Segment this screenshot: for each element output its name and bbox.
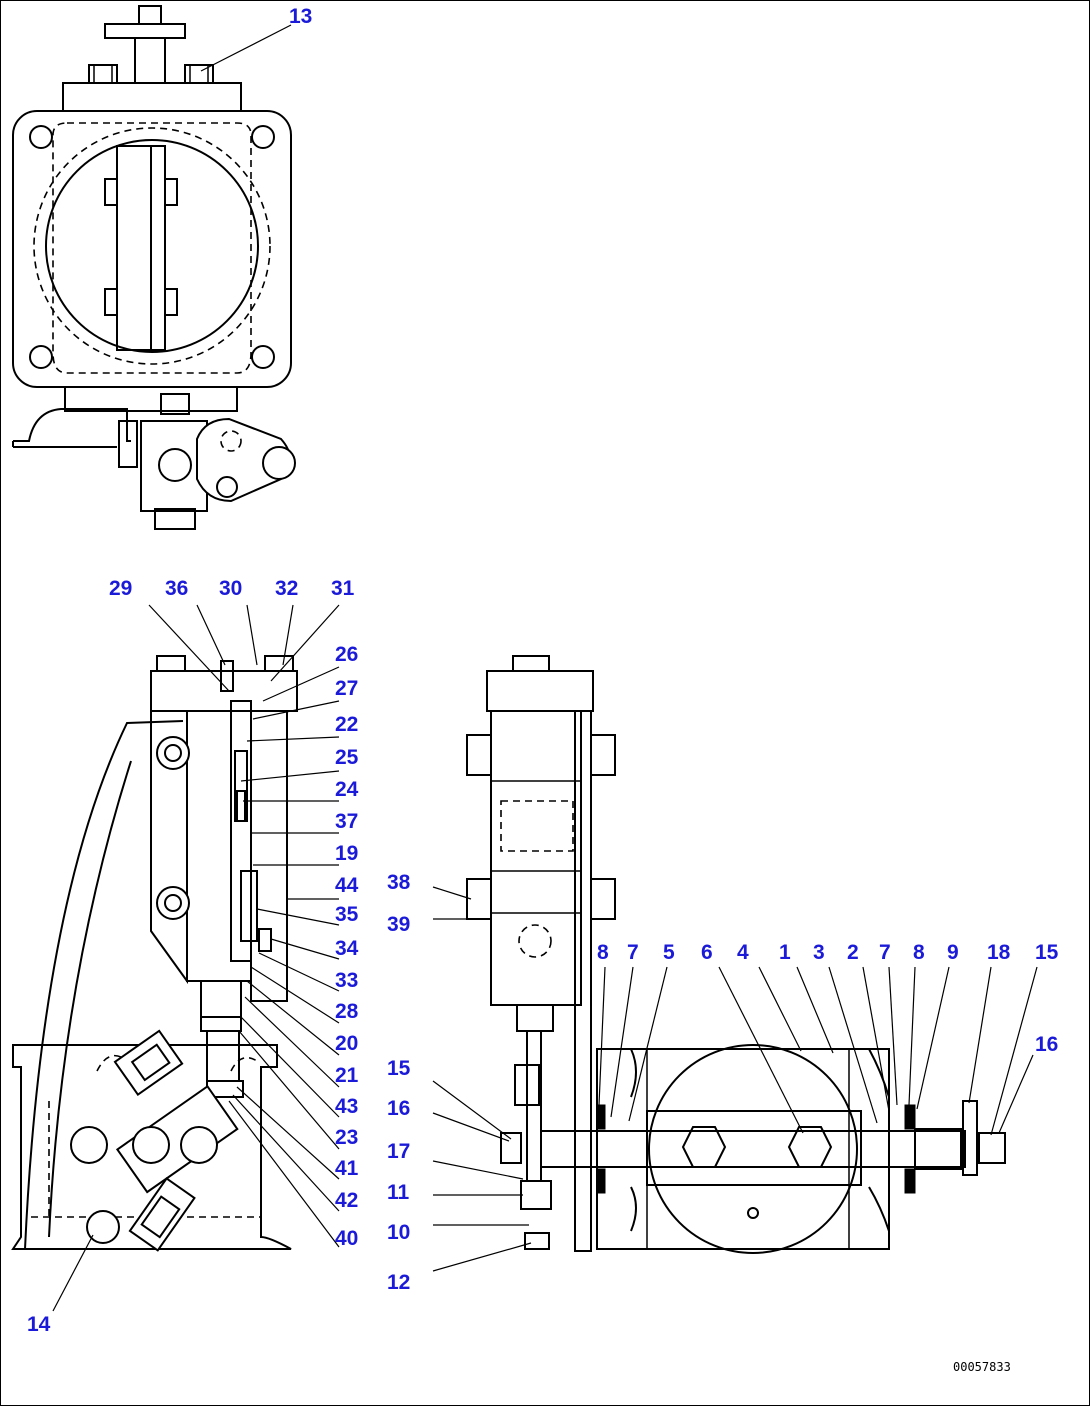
callout-20: 20 bbox=[335, 1032, 358, 1055]
callout-39: 39 bbox=[387, 913, 410, 936]
callout-36: 36 bbox=[165, 577, 188, 600]
callout-44: 44 bbox=[335, 874, 359, 897]
callout-26: 26 bbox=[335, 643, 358, 666]
callout-6: 6 bbox=[701, 941, 713, 964]
callout-40: 40 bbox=[335, 1227, 358, 1250]
valve-front-view bbox=[12, 5, 296, 530]
callout-30: 30 bbox=[219, 577, 242, 600]
callout-7-left: 7 bbox=[627, 941, 639, 964]
callout-1: 1 bbox=[779, 941, 791, 964]
callout-15-right: 15 bbox=[1035, 941, 1059, 964]
callout-33: 33 bbox=[335, 969, 358, 992]
callout-8-left: 8 bbox=[597, 941, 609, 964]
callout-21: 21 bbox=[335, 1064, 359, 1087]
callout-34: 34 bbox=[335, 937, 359, 960]
callout-23: 23 bbox=[335, 1126, 358, 1149]
callout-35: 35 bbox=[335, 903, 359, 926]
callout-25: 25 bbox=[335, 746, 359, 769]
callout-16-right: 16 bbox=[1035, 1033, 1058, 1056]
callout-8-right: 8 bbox=[913, 941, 925, 964]
callout-43: 43 bbox=[335, 1095, 358, 1118]
callouts: 13 29 36 30 32 31 26 27 22 25 24 37 19 4… bbox=[27, 5, 1059, 1374]
callout-27: 27 bbox=[335, 677, 358, 700]
callout-24: 24 bbox=[335, 778, 359, 801]
callout-42: 42 bbox=[335, 1189, 358, 1212]
callout-31: 31 bbox=[331, 577, 355, 600]
valve-side-view bbox=[11, 655, 298, 1252]
callout-29: 29 bbox=[109, 577, 132, 600]
callout-11: 11 bbox=[387, 1181, 410, 1204]
leader-lines bbox=[52, 24, 1038, 1312]
callout-17: 17 bbox=[387, 1140, 410, 1163]
callout-13: 13 bbox=[289, 5, 312, 28]
drawing-number: 00057833 bbox=[953, 1360, 1011, 1374]
callout-22: 22 bbox=[335, 713, 358, 736]
callout-3: 3 bbox=[813, 941, 825, 964]
callout-2: 2 bbox=[847, 941, 859, 964]
callout-37: 37 bbox=[335, 810, 358, 833]
callout-28: 28 bbox=[335, 1000, 359, 1023]
callout-41: 41 bbox=[335, 1157, 359, 1180]
callout-4: 4 bbox=[737, 941, 749, 964]
callout-14: 14 bbox=[27, 1313, 51, 1336]
callout-7-right: 7 bbox=[879, 941, 891, 964]
callout-15-left: 15 bbox=[387, 1057, 411, 1080]
valve-section-view bbox=[466, 655, 1006, 1254]
callout-19: 19 bbox=[335, 842, 358, 865]
callout-12: 12 bbox=[387, 1271, 410, 1294]
callout-10: 10 bbox=[387, 1221, 410, 1244]
callout-38: 38 bbox=[387, 871, 411, 894]
callout-5: 5 bbox=[663, 941, 675, 964]
callout-16-left: 16 bbox=[387, 1097, 410, 1120]
callout-18: 18 bbox=[987, 941, 1011, 964]
callout-32: 32 bbox=[275, 577, 298, 600]
callout-9: 9 bbox=[947, 941, 959, 964]
